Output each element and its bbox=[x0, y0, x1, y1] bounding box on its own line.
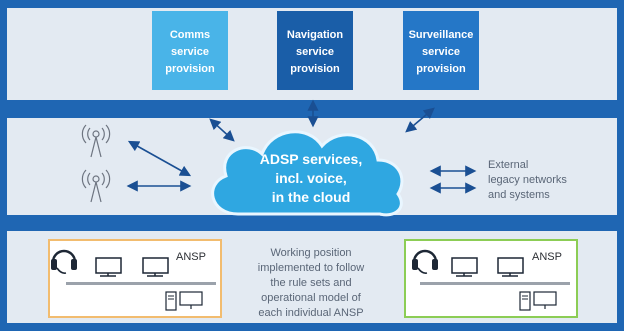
comms-arrow bbox=[209, 118, 235, 142]
ansp-label-right: ANSP bbox=[532, 251, 562, 263]
antenna-icon bbox=[81, 124, 111, 158]
cloud-label: ADSP services, incl. voice, in the cloud bbox=[256, 150, 366, 207]
wp-line-2: implemented to follow bbox=[257, 262, 365, 274]
external-line-1: External bbox=[488, 159, 529, 171]
left-working-position bbox=[51, 249, 216, 311]
cloud-icon bbox=[211, 130, 404, 217]
cloud-line-2: incl. voice, bbox=[275, 170, 347, 186]
navigation-service-box: Navigation service provision bbox=[277, 11, 353, 90]
surveillance-line-2: service bbox=[422, 46, 460, 58]
wp-line-4: operational model of bbox=[261, 292, 361, 304]
surveillance-line-1: Surveillance bbox=[408, 29, 474, 41]
working-position-text: Working position implemented to follow t… bbox=[255, 246, 367, 321]
navigation-line-3: provision bbox=[290, 63, 340, 75]
comms-service-box: Comms service provision bbox=[152, 11, 228, 90]
navigation-line-1: Navigation bbox=[286, 29, 344, 41]
antenna-icon bbox=[81, 169, 111, 203]
external-label: External legacy networks and systems bbox=[488, 158, 598, 203]
cloud-line-3: in the cloud bbox=[271, 189, 351, 205]
wp-line-5: each individual ANSP bbox=[258, 307, 364, 319]
comms-line-3: provision bbox=[165, 63, 215, 75]
external-line-2: legacy networks bbox=[488, 174, 567, 186]
antenna-top-arrow bbox=[127, 140, 192, 177]
navigation-line-2: service bbox=[296, 46, 334, 58]
right-working-position bbox=[412, 249, 570, 311]
external-line-3: and systems bbox=[488, 189, 550, 201]
comms-line-2: service bbox=[171, 46, 209, 58]
surveillance-arrow bbox=[405, 107, 435, 133]
ansp-label-left: ANSP bbox=[176, 251, 206, 263]
wp-line-1: Working position bbox=[270, 247, 352, 259]
cloud-line-1: ADSP services, bbox=[259, 151, 363, 167]
comms-line-1: Comms bbox=[169, 29, 211, 41]
surveillance-line-3: provision bbox=[416, 63, 466, 75]
surveillance-service-box: Surveillance service provision bbox=[403, 11, 479, 90]
wp-line-3: the rule sets and bbox=[270, 277, 352, 289]
